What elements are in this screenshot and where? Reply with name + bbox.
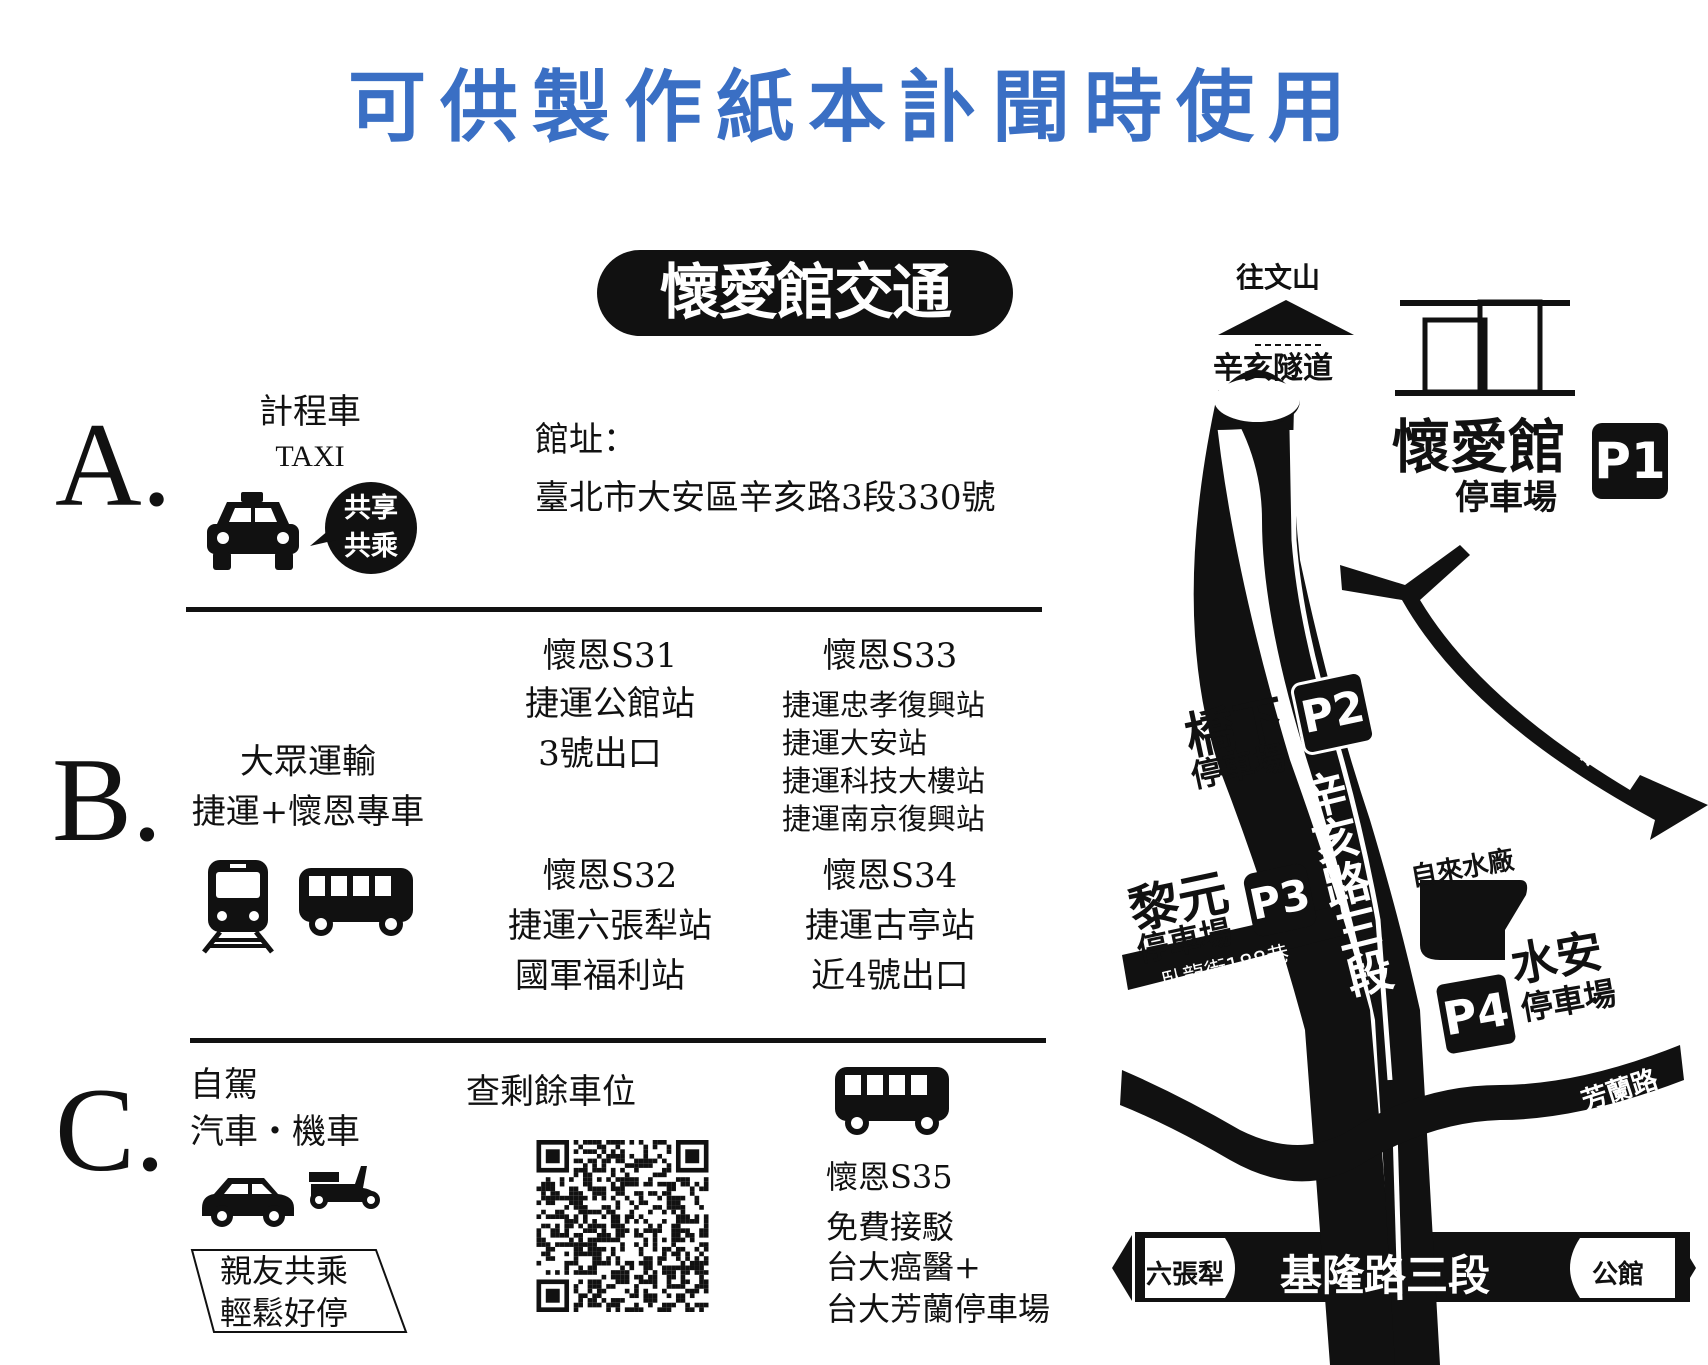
drive-label-2: 汽車・機車 bbox=[190, 1112, 360, 1152]
route-s35-name: 懷恩S35 bbox=[826, 1158, 953, 1196]
rideshare-line-2: 共乘 bbox=[344, 531, 398, 562]
car-icon bbox=[202, 1178, 294, 1227]
route-s33-line: 捷運南京復興站 bbox=[782, 802, 986, 836]
building-icon bbox=[1395, 299, 1575, 396]
parking-qr-code[interactable] bbox=[530, 1140, 715, 1312]
section-b-letter: B. bbox=[52, 733, 163, 866]
route-s32-line: 捷運六張犁站 bbox=[508, 906, 712, 946]
carpool-tag-frame bbox=[190, 1249, 408, 1333]
taxi-icon bbox=[207, 492, 299, 570]
route-s34-line: 捷運古亭站 bbox=[805, 906, 975, 946]
map-label-to-wenshan: 往文山 bbox=[1236, 261, 1321, 294]
transit-label-1: 大眾運輸 bbox=[240, 742, 376, 782]
route-s32-name: 懷恩S32 bbox=[542, 856, 678, 896]
section-a-letter: A. bbox=[55, 398, 172, 531]
parking-p2-badge: P2 bbox=[1289, 669, 1377, 757]
route-s33-name: 懷恩S33 bbox=[822, 636, 958, 676]
carpool-tag-line-2: 輕鬆好停 bbox=[220, 1294, 349, 1332]
section-c-letter: C. bbox=[55, 1063, 166, 1196]
route-s35-line: 免費接駁 bbox=[826, 1208, 955, 1246]
rideshare-line-1: 共享 bbox=[344, 493, 398, 524]
map-label-liuzhangli: 六張犁 bbox=[1146, 1260, 1225, 1290]
route-s33-line: 捷運忠孝復興站 bbox=[782, 688, 986, 722]
route-s35-line: 台大芳蘭停車場 bbox=[826, 1290, 1051, 1328]
shuttle-bus-icon bbox=[299, 868, 413, 936]
map-label-gongguan: 公館 bbox=[1592, 1260, 1645, 1290]
divider-ab bbox=[186, 607, 1042, 612]
taxi-label: 計程車 bbox=[259, 392, 361, 432]
address-label: 館址： bbox=[535, 420, 637, 460]
route-s33-line: 捷運大安站 bbox=[782, 726, 928, 760]
gongguan-connector-road bbox=[1340, 545, 1708, 840]
transit-label-2: 捷運+懷恩專車 bbox=[191, 792, 425, 832]
taxi-label-en: TAXI bbox=[275, 440, 345, 473]
map-label-keelung-road: 基隆路三段 bbox=[1280, 1251, 1491, 1300]
parking-check-label: 查剩餘車位 bbox=[466, 1072, 636, 1112]
route-s32-line: 國軍福利站 bbox=[515, 956, 685, 996]
shuttle-bus-icon bbox=[835, 1067, 949, 1135]
route-s31-line: 3號出口 bbox=[538, 734, 662, 774]
route-s34-name: 懷恩S34 bbox=[822, 856, 958, 896]
scooter-icon bbox=[309, 1166, 380, 1209]
map-label-venue: 懷愛館 bbox=[1392, 413, 1567, 481]
metro-train-icon bbox=[202, 860, 274, 954]
parking-p4-badge: P4 bbox=[1431, 969, 1521, 1059]
rideshare-bubble: 共享 共乘 bbox=[325, 482, 417, 574]
route-s35-line: 台大癌醫+ bbox=[826, 1248, 981, 1286]
drive-label-1: 自駕 bbox=[190, 1065, 258, 1105]
carpool-tag-line-1: 親友共乘 bbox=[220, 1252, 349, 1290]
page-title: 可供製作紙本訃聞時使用 bbox=[347, 62, 1360, 153]
venue-address: 臺北市大安區辛亥路3段330號 bbox=[535, 478, 996, 518]
route-s34-line: 近4號出口 bbox=[811, 956, 969, 996]
divider-bc bbox=[190, 1038, 1046, 1043]
parking-p1-badge: P1 bbox=[1592, 423, 1668, 499]
route-s33-line: 捷運科技大樓站 bbox=[782, 764, 986, 798]
map-label-venue-parking: 停車場 bbox=[1455, 478, 1557, 518]
bubble-tail-icon bbox=[310, 524, 336, 546]
guide-title-badge: 懷愛館交通ABC bbox=[597, 250, 1013, 414]
route-s31-name: 懷恩S31 bbox=[542, 636, 678, 676]
route-s31-line: 捷運公館站 bbox=[525, 684, 695, 724]
north-arrow-icon bbox=[1218, 300, 1354, 335]
map-label-tunnel: 辛亥隧道 bbox=[1213, 351, 1333, 386]
